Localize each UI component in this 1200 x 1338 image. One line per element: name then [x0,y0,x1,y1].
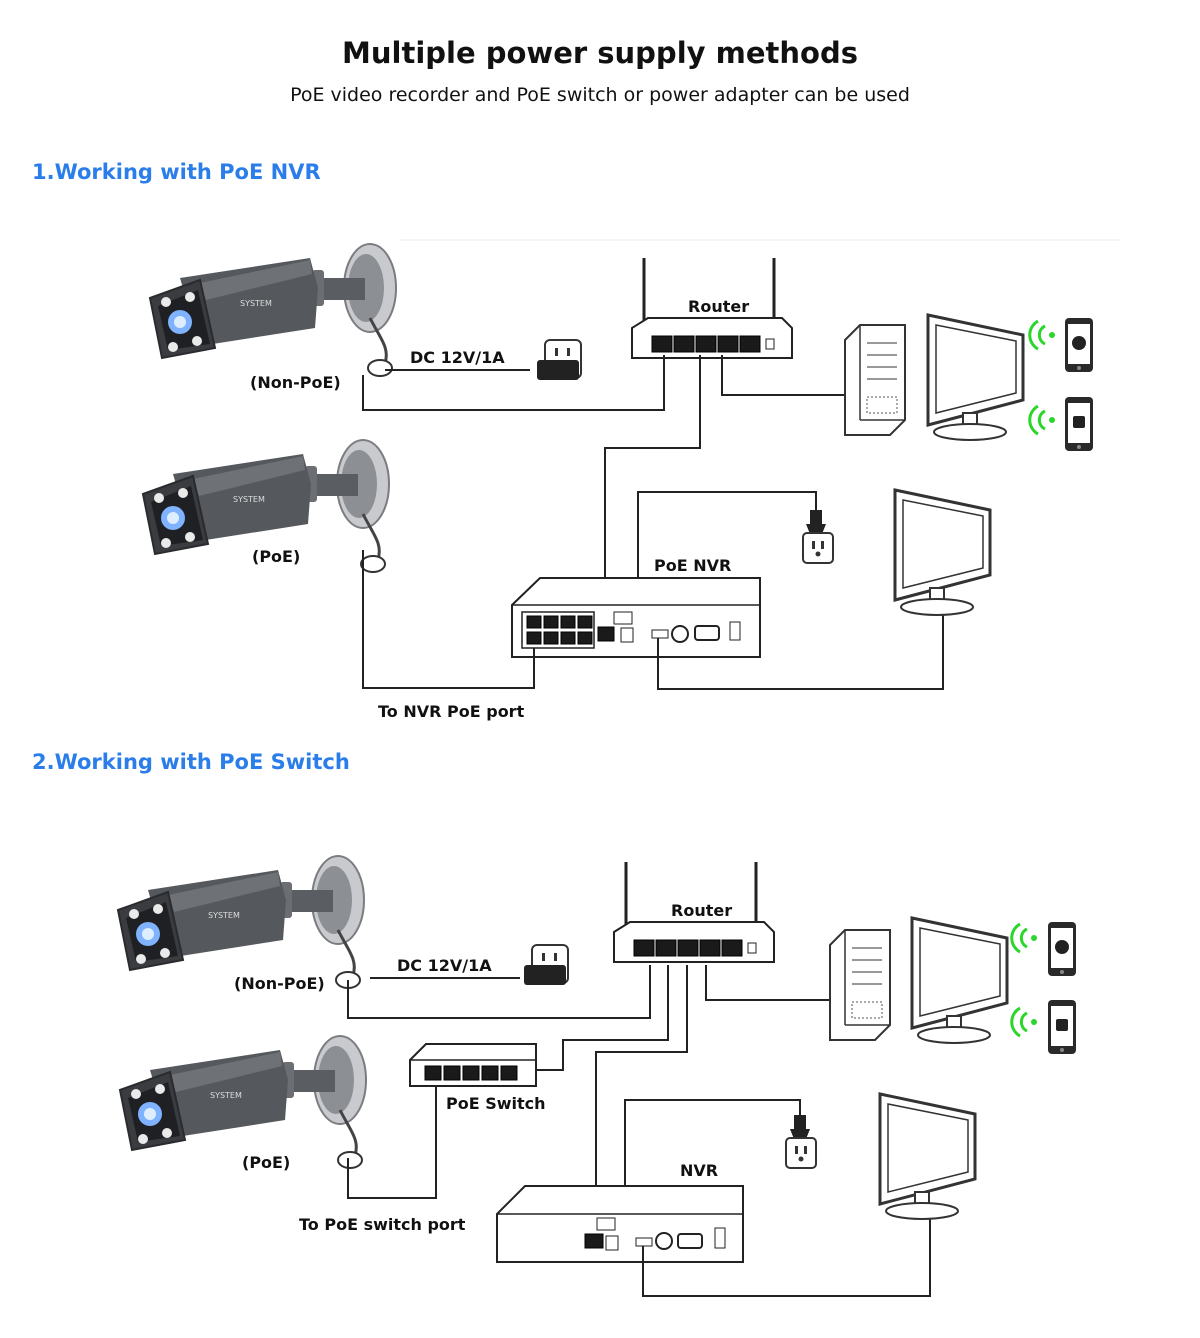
nvr-switch-1 [613,611,633,625]
wall-outlet-icon-1 [802,532,834,564]
nvr-power-cable-1 [637,491,817,628]
switch-port-label: To PoE switch port [299,1215,466,1234]
camera-router-cable-2 [347,965,651,1019]
nvr-vga-port-2 [677,1233,703,1249]
camera-poe-2 [118,1034,368,1170]
camera-poe-label-1: (PoE) [252,547,300,566]
nvr-lan-port-1 [597,626,615,642]
nvr-2 [496,1185,744,1263]
pc-tower-icon-2 [829,929,891,1041]
camera-switch-cable-2 [347,1086,437,1199]
nvr-hdmi-port-1 [651,629,669,639]
router-nvr-cable-1 [604,355,701,628]
nvr-monitor-cable-2 [642,1210,931,1297]
nvr-monitor-icon-1 [893,488,992,617]
nvr-hdmi-port-2 [635,1237,653,1247]
nvr-label-1: PoE NVR [654,556,731,575]
nvr-label-2: NVR [680,1161,718,1180]
router-pc-cable-2 [705,965,835,1001]
router-switch-cable-2 [536,965,669,1071]
power-adapter-icon-2 [523,944,569,986]
wifi-icon-android-1 [1028,404,1057,436]
dc-label-2: DC 12V/1A [397,956,492,975]
camera-nonpoe-2 [116,854,366,990]
nvr-port-label-1: To NVR PoE port [378,702,525,721]
pc-tower-icon-1 [844,324,906,436]
nvr-vga-port-1 [694,625,720,641]
camera-poe-label-2: (PoE) [242,1153,290,1172]
wall-outlet-icon-2 [785,1137,817,1169]
section1-heading: 1.Working with PoE NVR [32,160,321,184]
android-logo-icon-2 [1056,1019,1068,1031]
camera-router-cable-1 [362,355,665,411]
section2-heading: 2.Working with PoE Switch [32,750,350,774]
wifi-icon-ios-1 [1028,319,1057,351]
nvr-power-cable-2 [624,1099,801,1236]
dc-label-1: DC 12V/1A [410,348,505,367]
nvr-lan-port-2 [584,1233,604,1249]
android-logo-icon-1 [1073,416,1085,428]
camera-nvr-cable-1 [362,550,535,689]
router-pc-cable-1 [721,355,850,396]
router-label-1: Router [688,297,749,316]
wifi-icon-ios-2 [1010,922,1039,954]
apple-logo-icon-2 [1055,940,1069,954]
nvr-monitor-icon-2 [878,1092,977,1221]
page-subtitle: PoE video recorder and PoE switch or pow… [290,84,910,106]
page-title: Multiple power supply methods [342,36,858,70]
camera-nonpoe-label-2: (Non-PoE) [234,974,325,993]
router-label-2: Router [671,901,732,920]
power-adapter-icon [536,339,582,381]
pc-monitor-icon-2 [910,916,1009,1045]
switch-label: PoE Switch [446,1094,546,1113]
camera-nonpoe-label-1: (Non-PoE) [250,373,341,392]
nvr-poe-ports-1 [521,611,595,649]
apple-logo-icon-1 [1072,336,1086,350]
wifi-icon-android-2 [1010,1006,1039,1038]
router-nvr-cable-2 [595,965,688,1236]
camera-nonpoe-1 [148,242,398,378]
pc-monitor-icon-1 [926,313,1025,442]
nvr-monitor-cable-1 [657,605,944,690]
